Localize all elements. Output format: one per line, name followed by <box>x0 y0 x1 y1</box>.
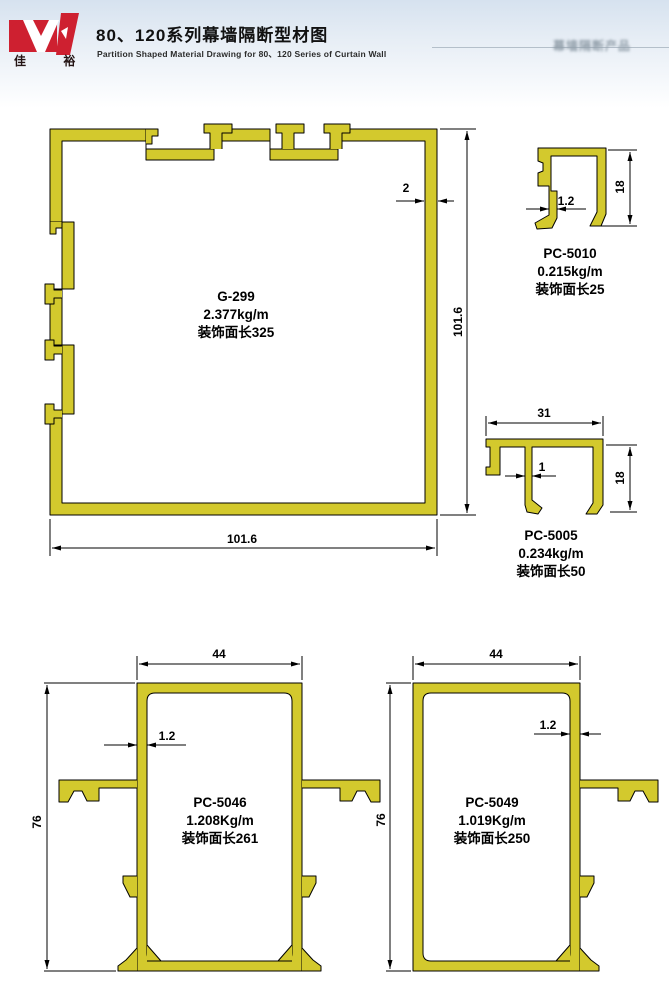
pc5005-face-length: 装饰面长50 <box>516 564 586 579</box>
header-gradient <box>0 0 669 108</box>
pc5049-dim-height: 76 <box>374 813 388 827</box>
pc5046-dim-height: 76 <box>30 815 44 829</box>
pc5005-dim-width: 31 <box>537 406 551 420</box>
pc5010-profile <box>534 147 607 230</box>
pc5049-label: PC-5049 1.019Kg/m 装饰面长250 <box>454 794 531 848</box>
pc5046-label: PC-5046 1.208Kg/m 装饰面长261 <box>182 794 259 848</box>
pc5010-dim-wall: 1.2 <box>557 194 575 208</box>
g299-label: G-299 2.377kg/m 装饰面长325 <box>198 288 275 342</box>
logo-characters: 佳 裕 <box>14 54 93 68</box>
pc5010-weight: 0.215kg/m <box>537 264 603 279</box>
watermark-text: 幕墙隔断产品 <box>553 39 632 53</box>
pc5005-profile <box>485 438 604 515</box>
pc5046-dimension-lines <box>44 656 303 972</box>
g299-dim-height: 101.6 <box>451 306 465 338</box>
pc5005-dim-wall: 1 <box>538 460 546 474</box>
g299-weight: 2.377kg/m <box>203 307 269 322</box>
company-logo-icon <box>9 13 79 55</box>
pc5046-weight: 1.208Kg/m <box>186 813 254 828</box>
pc5010-dimension-lines <box>526 149 637 227</box>
pc5049-weight: 1.019Kg/m <box>458 813 526 828</box>
pc5049-face-length: 装饰面长250 <box>453 831 531 846</box>
g299-profile <box>44 123 438 516</box>
pc5005-dim-height: 18 <box>613 471 627 485</box>
page-title: 80、120系列幕墙隔断型材图 <box>96 26 329 45</box>
pc5049-model: PC-5049 <box>465 795 519 810</box>
pc5049-profile <box>412 682 659 972</box>
g299-model: G-299 <box>217 289 255 304</box>
pc5005-dimension-lines <box>485 416 637 513</box>
header-divider <box>432 47 669 48</box>
pc5046-dim-wall: 1.2 <box>158 729 176 743</box>
g299-dim-width: 101.6 <box>226 532 258 546</box>
g299-face-length: 装饰面长325 <box>197 325 275 340</box>
pc5010-face-length: 装饰面长25 <box>535 282 605 297</box>
pc5005-model: PC-5005 <box>524 528 578 543</box>
g299-dim-wall: 2 <box>402 181 410 195</box>
pc5010-dim-height: 18 <box>613 180 627 194</box>
pc5005-label: PC-5005 0.234kg/m 装饰面长50 <box>516 527 585 581</box>
pc5049-dim-wall: 1.2 <box>539 718 557 732</box>
pc5010-label: PC-5010 0.215kg/m 装饰面长25 <box>535 245 604 299</box>
pc5046-face-length: 装饰面长261 <box>181 831 259 846</box>
page-subtitle: Partition Shaped Material Drawing for 80… <box>97 49 387 59</box>
pc5049-dimension-lines <box>386 656 601 972</box>
pc5005-weight: 0.234kg/m <box>518 546 584 561</box>
pc5046-dim-width: 44 <box>212 647 226 661</box>
pc5046-profile <box>58 682 381 972</box>
pc5049-dim-width: 44 <box>489 647 503 661</box>
g299-dimension-lines <box>49 128 476 556</box>
pc5046-model: PC-5046 <box>193 795 247 810</box>
pc5010-model: PC-5010 <box>543 246 597 261</box>
